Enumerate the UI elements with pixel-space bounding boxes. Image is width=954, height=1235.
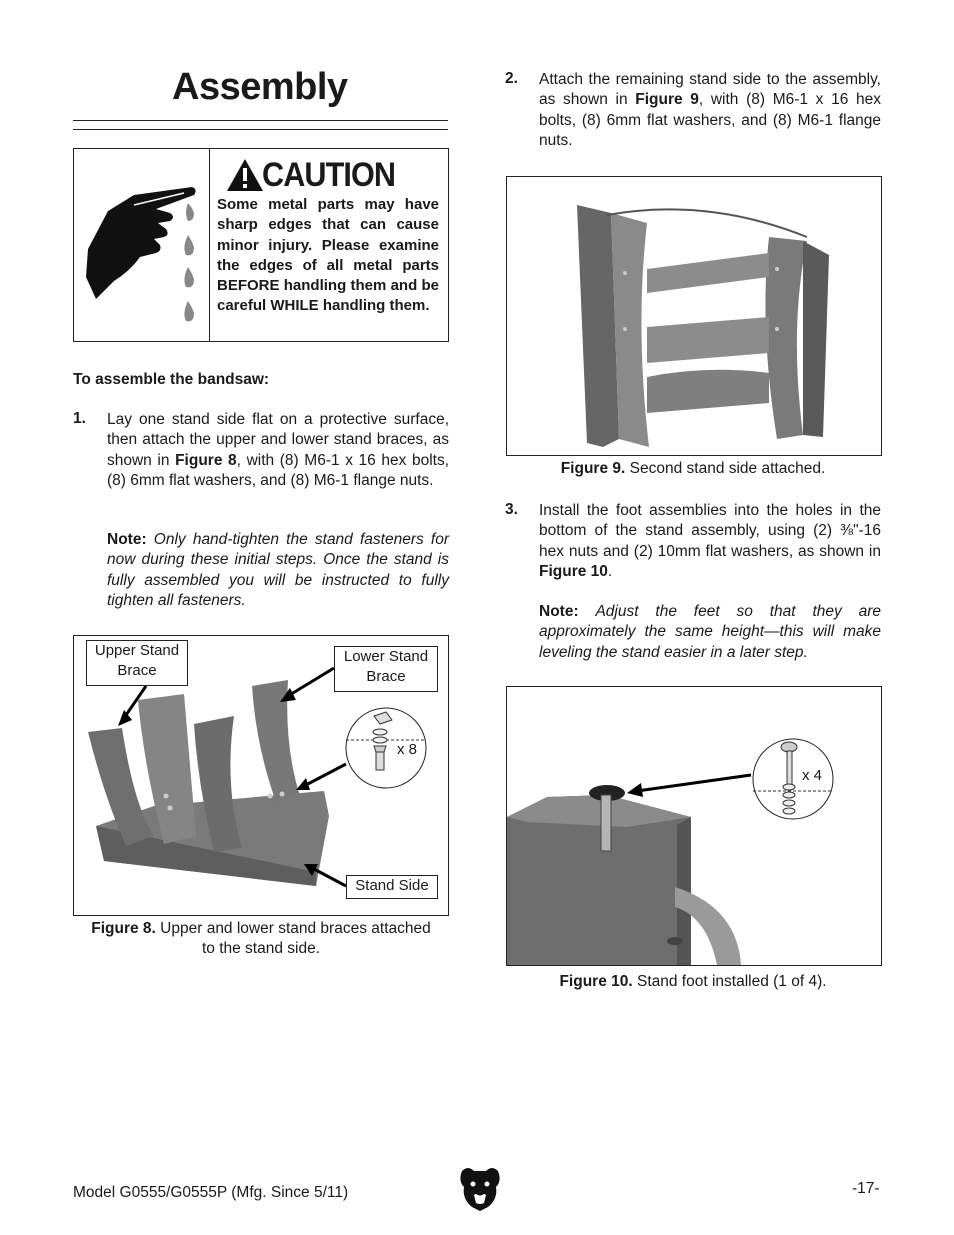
- caution-box: [73, 148, 449, 342]
- title-rule-top: [73, 120, 448, 121]
- figure-8-illustration: [88, 666, 427, 888]
- sharp-edge-hand-icon: [86, 187, 196, 322]
- step1-text: Lay one stand side flat on a protective …: [107, 411, 450, 489]
- figure10-quantity: x 4: [802, 767, 823, 784]
- page-title: Assembly: [172, 66, 348, 108]
- warning-triangle-icon: [227, 159, 263, 191]
- figure-10-illustration: [507, 738, 834, 965]
- footer-page-number: -17-: [852, 1180, 880, 1197]
- figure9-caption: Figure 9. Second stand side attached.: [560, 460, 826, 477]
- title-rule-bottom: [73, 129, 448, 130]
- figure8-quantity: x 8: [397, 741, 418, 758]
- label-lower-stand-brace: Lower Stand Brace: [334, 646, 438, 692]
- intro-heading: To assemble the bandsaw:: [73, 371, 270, 388]
- step2-text: Attach the remaining stand side to the a…: [539, 71, 881, 149]
- label-stand-side: Stand Side: [346, 875, 438, 899]
- step3-note: Note: Adjust the feet so that they are a…: [539, 603, 881, 661]
- caution-text: Some metal parts may have sharp edges th…: [217, 196, 439, 315]
- figure10-caption: Figure 10. Stand foot installed (1 of 4)…: [559, 973, 827, 990]
- figure-9-illustration: [577, 205, 829, 447]
- step1-number: 1.: [73, 410, 86, 427]
- step1-note: Note: Only hand-tighten the stand fasten…: [107, 531, 449, 609]
- step3-number: 3.: [505, 501, 518, 518]
- caution-icon-cell: [74, 149, 210, 341]
- footer-model: Model G0555/G0555P (Mfg. Since 5/11): [73, 1184, 349, 1201]
- figure-9: [506, 176, 882, 456]
- caution-title: CAUTION: [262, 156, 396, 194]
- step3-text: Install the foot assemblies into the hol…: [539, 502, 881, 580]
- grizzly-bear-logo-icon: [460, 1168, 500, 1211]
- figure-10: [506, 686, 882, 966]
- step2-number: 2.: [505, 70, 518, 87]
- figure8-caption: Figure 8. Upper and lower stand braces a…: [91, 920, 431, 957]
- label-upper-stand-brace: Upper Stand Brace: [86, 640, 188, 686]
